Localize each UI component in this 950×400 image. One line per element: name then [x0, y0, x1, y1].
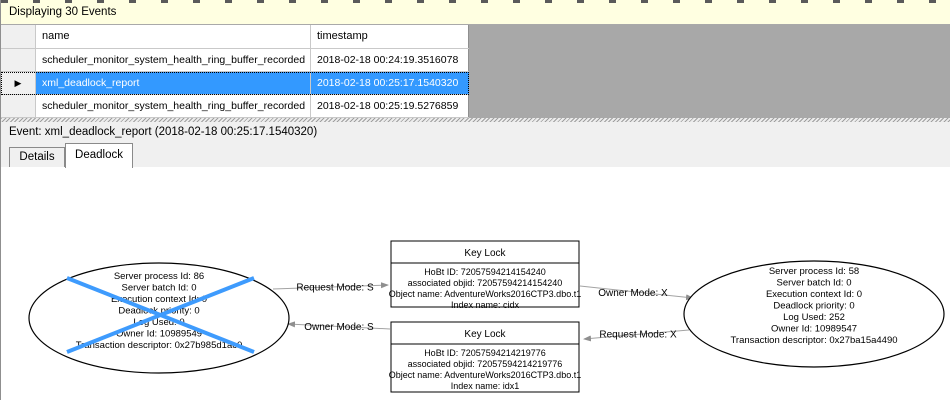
- victim-cross-icon: [66, 276, 255, 354]
- edge-request-mode-s: Request Mode: S: [272, 282, 389, 294]
- events-table: name timestamp scheduler_monitor_system_…: [1, 25, 469, 118]
- event-name-cell: xml_deadlock_report: [36, 72, 311, 95]
- edge-request-mode-x: Request Mode: X: [583, 330, 690, 342]
- edge-owner-mode-s: Owner Mode: S: [287, 321, 391, 333]
- victim-line: Server process Id: 86: [114, 271, 204, 282]
- lock-title: Key Lock: [464, 329, 506, 340]
- table-row[interactable]: scheduler_monitor_system_health_ring_buf…: [1, 49, 469, 72]
- victim-line: Server batch Id: 0: [122, 283, 197, 294]
- process-line: Execution context Id: 0: [766, 289, 862, 300]
- edge-label-owner-x: Owner Mode: X: [598, 288, 668, 299]
- top-dashed-border: [1, 0, 950, 3]
- victim-line: Execution context Id: 0: [111, 294, 207, 305]
- edge-owner-mode-x: Owner Mode: X: [579, 285, 694, 301]
- lock-line: HoBt ID: 72057594214219776: [424, 348, 546, 358]
- lock-node-bottom: Key Lock HoBt ID: 72057594214219776 asso…: [389, 321, 581, 393]
- table-row[interactable]: scheduler_monitor_system_health_ring_buf…: [1, 95, 469, 118]
- event-timestamp-cell: 2018-02-18 00:24:19.3516078: [311, 49, 469, 72]
- tab-deadlock[interactable]: Deadlock: [65, 143, 133, 168]
- process-node-victim: Server process Id: 86 Server batch Id: 0…: [28, 262, 290, 374]
- lock-title: Key Lock: [464, 248, 506, 259]
- lock-line: HoBt ID: 72057594214154240: [424, 267, 546, 277]
- table-header-row: name timestamp: [1, 25, 469, 49]
- victim-line: Deadlock priority: 0: [118, 306, 199, 317]
- event-name-cell: scheduler_monitor_system_health_ring_buf…: [36, 49, 311, 72]
- detail-tabstrip: Details Deadlock: [1, 143, 950, 168]
- lock-line: associated objid: 72057594214154240: [408, 278, 563, 288]
- row-selector-cell: ▶: [1, 72, 36, 95]
- victim-line: Owner Id: 10989549: [116, 329, 202, 340]
- column-header-name[interactable]: name: [36, 25, 311, 49]
- lock-line: Index name: cidx: [451, 300, 520, 310]
- edge-label-owner-s: Owner Mode: S: [304, 322, 374, 333]
- pane-splitter[interactable]: [1, 118, 950, 122]
- selected-event-title: Event: xml_deadlock_report (2018-02-18 0…: [1, 122, 950, 143]
- lock-line: Index name: idx1: [451, 381, 520, 391]
- process-node-other: Server process Id: 58 Server batch Id: 0…: [683, 260, 945, 368]
- lock-line: Object name: AdventureWorks2016CTP3.dbo.…: [389, 370, 581, 380]
- deadlock-graph-pane: Request Mode: S Owner Mode: S Owner Mode…: [1, 167, 950, 400]
- column-header-timestamp[interactable]: timestamp: [311, 25, 469, 49]
- process-line: Owner Id: 10989547: [771, 324, 857, 335]
- victim-line: Transaction descriptor: 0x27b985d1ac0: [76, 340, 243, 351]
- row-selector-header: [1, 25, 36, 49]
- deadlock-graph: Request Mode: S Owner Mode: S Owner Mode…: [28, 240, 945, 393]
- process-line: Log Used: 252: [783, 312, 845, 323]
- event-timestamp-cell: 2018-02-18 00:25:19.5276859: [311, 95, 469, 118]
- victim-line: Log Used: 0: [133, 317, 184, 328]
- tab-details[interactable]: Details: [9, 147, 65, 167]
- row-selector-cell: [1, 95, 36, 118]
- lock-line: associated objid: 72057594214219776: [408, 359, 563, 369]
- events-grid-region: name timestamp scheduler_monitor_system_…: [1, 25, 950, 118]
- process-line: Server process Id: 58: [769, 266, 859, 277]
- edge-label-request-s: Request Mode: S: [296, 283, 374, 294]
- process-line: Transaction descriptor: 0x27ba15a4490: [730, 335, 897, 346]
- table-row-selected[interactable]: ▶ xml_deadlock_report 2018-02-18 00:25:1…: [1, 72, 469, 95]
- event-timestamp-cell: 2018-02-18 00:25:17.1540320: [311, 72, 469, 95]
- event-name-cell: scheduler_monitor_system_health_ring_buf…: [36, 95, 311, 118]
- lock-node-top: Key Lock HoBt ID: 72057594214154240 asso…: [389, 240, 581, 310]
- current-row-arrow-icon: ▶: [14, 78, 22, 88]
- row-selector-cell: [1, 49, 36, 72]
- lock-line: Object name: AdventureWorks2016CTP3.dbo.…: [389, 289, 581, 299]
- process-line: Deadlock priority: 0: [773, 301, 854, 312]
- events-count-header: Displaying 30 Events: [1, 0, 950, 25]
- edge-label-request-x: Request Mode: X: [599, 330, 677, 341]
- process-line: Server batch Id: 0: [777, 278, 852, 289]
